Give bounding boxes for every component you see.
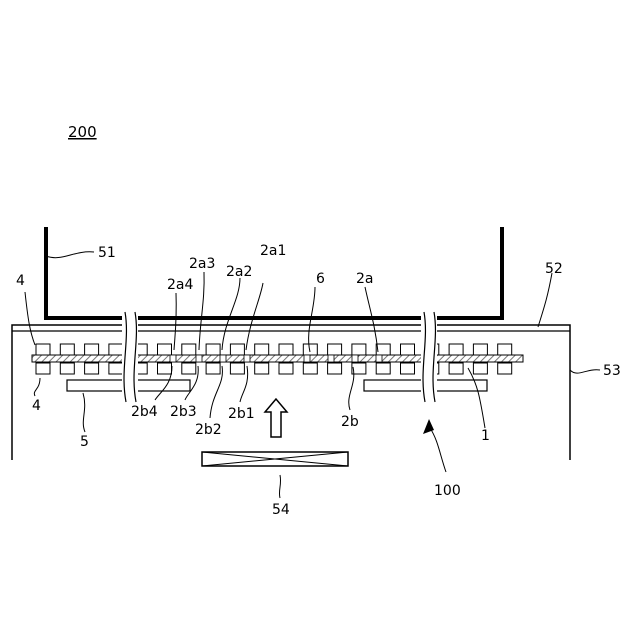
chip-top [255,344,269,355]
label-2a1: 2a1 [260,243,286,259]
chip-top [158,344,172,355]
label-2b3: 2b3 [170,404,197,420]
chip-bottom [328,363,342,374]
chip-bottom [498,363,512,374]
chip-bottom [230,363,244,374]
bond-pad [328,355,334,362]
label-2a4: 2a4 [167,277,193,293]
chip-top [279,344,293,355]
chip-bottom [60,363,74,374]
bond-pad [304,355,310,362]
up-arrow-icon [265,399,287,437]
chip-bottom [85,363,99,374]
bond-pad [244,355,250,362]
bond-pad [376,355,382,362]
chip-top [303,344,317,355]
substrate-layer [32,355,523,362]
chip-bottom [158,363,172,374]
label-5: 5 [80,434,89,450]
label-2a: 2a [356,271,374,287]
label-100: 100 [434,483,461,499]
chip-bottom [376,363,390,374]
chip-top [328,344,342,355]
chip-top [182,344,196,355]
chip-top [85,344,99,355]
label-2a3: 2a3 [189,256,215,272]
bond-pad [196,355,202,362]
chip-bottom [109,363,123,374]
break-icon [122,312,138,402]
chip-top [109,344,123,355]
chip-bottom [303,363,317,374]
chip-bottom [449,363,463,374]
label-52: 52 [545,261,563,277]
heater [202,452,348,466]
label-2b2: 2b2 [195,422,222,438]
arrow-100-leader [430,428,446,472]
chip-top [376,344,390,355]
chip-top [206,344,220,355]
chip-top [449,344,463,355]
label-4-top: 4 [16,273,25,289]
chip-top [60,344,74,355]
label-6: 6 [316,271,325,287]
chip-bottom [182,363,196,374]
break-icon [421,312,437,402]
label-53: 53 [603,363,621,379]
label-2b1: 2b1 [228,406,255,422]
chip-bottom [473,363,487,374]
chip-bottom [36,363,50,374]
chip-top [473,344,487,355]
label-2b4: 2b4 [131,404,158,420]
bond-pad [352,355,358,362]
label-2a2: 2a2 [226,264,252,280]
box-outline [46,227,502,318]
chip-bottom [279,363,293,374]
chip-bottom [255,363,269,374]
label-2b: 2b [341,414,359,430]
label-1: 1 [481,428,490,444]
label-51: 51 [98,245,116,261]
chip-top [498,344,512,355]
chip-top [401,344,415,355]
chip-bottom [206,363,220,374]
chip-top [36,344,50,355]
label-4-bottom: 4 [32,398,41,414]
label-54: 54 [272,502,290,518]
chip-top [230,344,244,355]
chip-top [352,344,366,355]
chip-bottom [401,363,415,374]
bond-pad [170,355,176,362]
bond-pad [220,355,226,362]
figure-label: 200 [68,123,97,141]
